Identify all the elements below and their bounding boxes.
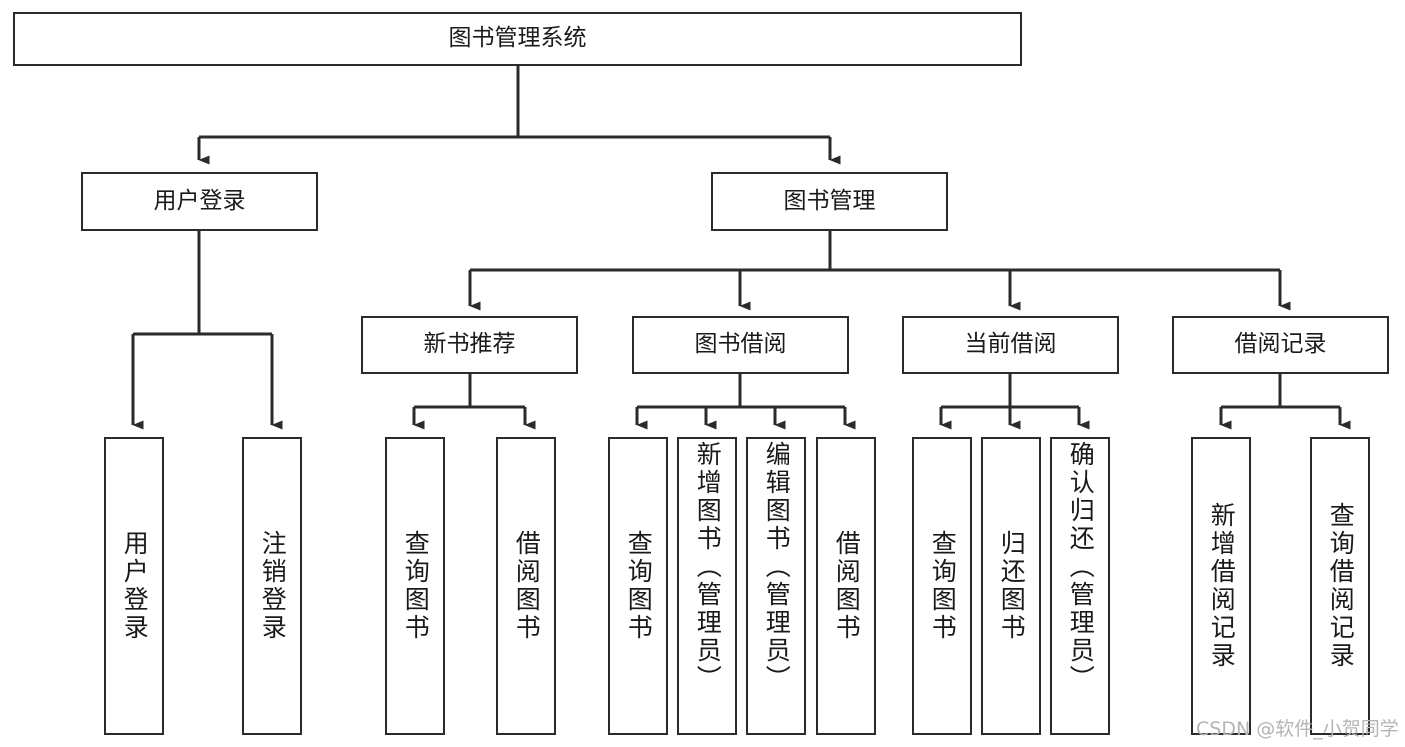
node-label: 当前借阅 [964, 331, 1057, 358]
leaf-borrow-borrow-book[interactable]: 借阅图书 [816, 437, 876, 735]
node-label: 查询图书 [624, 530, 654, 642]
node-label: 新增图书（管理员） [693, 441, 723, 693]
node-root-system[interactable]: 图书管理系统 [13, 12, 1022, 66]
leaf-newbook-borrow-book[interactable]: 借阅图书 [496, 437, 556, 735]
node-label: 查询图书 [928, 530, 958, 642]
leaf-current-query-book[interactable]: 查询图书 [912, 437, 972, 735]
leaf-newbook-query-book[interactable]: 查询图书 [385, 437, 445, 735]
node-user-login[interactable]: 用户登录 [81, 172, 318, 231]
node-label: 用户登录 [153, 187, 246, 214]
node-label: 用户登录 [120, 530, 150, 642]
node-label: 归还图书 [997, 530, 1027, 642]
leaf-record-add-record[interactable]: 新增借阅记录 [1191, 437, 1251, 735]
node-new-book-recommend[interactable]: 新书推荐 [361, 316, 578, 374]
leaf-record-query-record[interactable]: 查询借阅记录 [1310, 437, 1370, 735]
node-label: 新增借阅记录 [1207, 502, 1237, 670]
node-label: 编辑图书（管理员） [762, 441, 792, 693]
node-label: 新书推荐 [423, 331, 516, 358]
node-label: 确认归还（管理员） [1066, 441, 1096, 693]
node-label: 图书管理系统 [448, 25, 587, 52]
leaf-current-return-book[interactable]: 归还图书 [981, 437, 1041, 735]
node-current-borrow[interactable]: 当前借阅 [902, 316, 1119, 374]
node-book-borrow[interactable]: 图书借阅 [632, 316, 849, 374]
node-label: 图书借阅 [694, 331, 787, 358]
node-label: 借阅记录 [1234, 331, 1327, 358]
leaf-borrow-add-book-admin[interactable]: 新增图书（管理员） [677, 437, 737, 735]
node-label: 查询图书 [401, 530, 431, 642]
node-label: 借阅图书 [512, 530, 542, 642]
node-book-management[interactable]: 图书管理 [711, 172, 948, 231]
leaf-borrow-query-book[interactable]: 查询图书 [608, 437, 668, 735]
node-label: 查询借阅记录 [1326, 502, 1356, 670]
leaf-borrow-edit-book-admin[interactable]: 编辑图书（管理员） [746, 437, 806, 735]
csdn-watermark: CSDN @软件_小贺同学 [1196, 718, 1399, 740]
leaf-logout[interactable]: 注销登录 [242, 437, 302, 735]
node-borrow-record[interactable]: 借阅记录 [1172, 316, 1389, 374]
leaf-user-login[interactable]: 用户登录 [104, 437, 164, 735]
node-label: 注销登录 [258, 530, 288, 642]
node-label: 图书管理 [783, 187, 876, 214]
leaf-current-confirm-return-admin[interactable]: 确认归还（管理员） [1050, 437, 1110, 735]
node-label: 借阅图书 [832, 530, 862, 642]
